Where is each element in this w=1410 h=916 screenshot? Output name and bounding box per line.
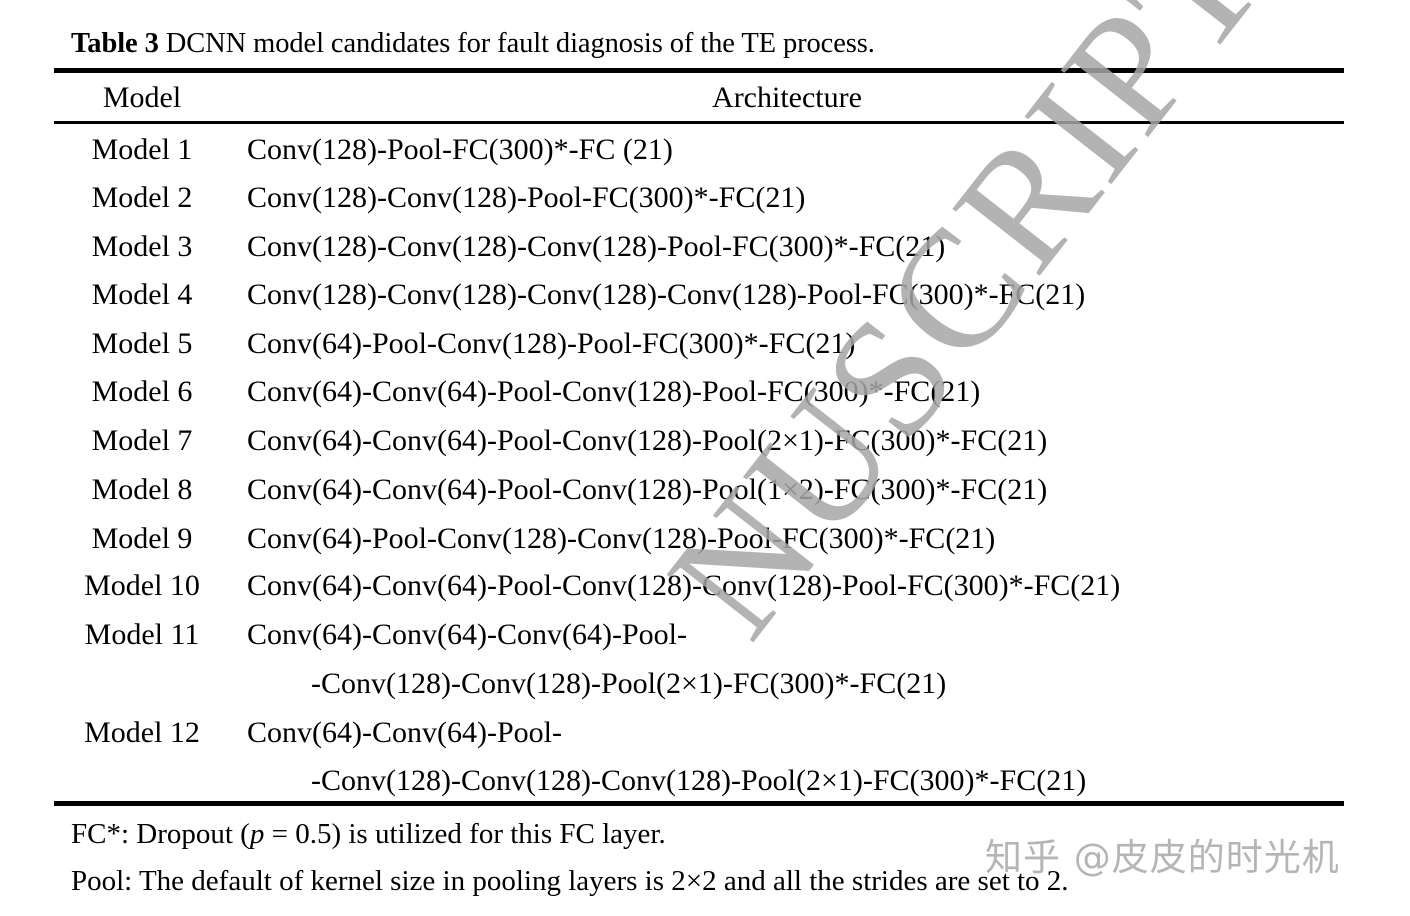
- architecture-cell: Conv(64)-Conv(64)-Pool-: [247, 716, 562, 749]
- architecture-cell-continued: -Conv(128)-Conv(128)-Pool(2×1)-FC(300)*-…: [311, 667, 947, 700]
- model-cell: Model 7: [91, 424, 193, 457]
- model-cell: Model 3: [91, 230, 193, 263]
- model-cell: Model 9: [91, 522, 193, 555]
- architecture-cell: Conv(64)-Pool-Conv(128)-Pool-FC(300)*-FC…: [247, 327, 856, 360]
- architecture-cell: Conv(64)-Conv(64)-Pool-Conv(128)-Pool(1×…: [247, 473, 1048, 506]
- model-cell: Model 10: [84, 569, 200, 602]
- model-cell: Model 12: [84, 716, 200, 749]
- table-bottom-rule: [54, 801, 1344, 806]
- architecture-cell: Conv(64)-Pool-Conv(128)-Conv(128)-Pool-F…: [247, 522, 996, 555]
- footnote-fc-suffix: = 0.5) is utilized for this FC layer.: [264, 818, 666, 850]
- architecture-cell: Conv(128)-Conv(128)-Pool-FC(300)*-FC(21): [247, 181, 806, 214]
- architecture-cell: Conv(128)-Pool-FC(300)*-FC (21): [247, 133, 673, 166]
- table-caption-text: DCNN model candidates for fault diagnosi…: [158, 28, 875, 59]
- footnote-pool: Pool: The default of kernel size in pool…: [71, 865, 1069, 897]
- model-cell: Model 5: [91, 327, 193, 360]
- model-cell: Model 4: [91, 278, 193, 311]
- architecture-cell: Conv(128)-Conv(128)-Conv(128)-Conv(128)-…: [247, 278, 1086, 311]
- table-top-rule: [54, 68, 1344, 73]
- model-cell: Model 6: [91, 375, 193, 408]
- architecture-cell: Conv(128)-Conv(128)-Conv(128)-Pool-FC(30…: [247, 230, 946, 263]
- architecture-cell-continued: -Conv(128)-Conv(128)-Conv(128)-Pool(2×1)…: [311, 764, 1087, 797]
- model-cell: Model 11: [84, 618, 200, 651]
- architecture-cell: Conv(64)-Conv(64)-Pool-Conv(128)-Pool(2×…: [247, 424, 1048, 457]
- footnote-fc-prefix: FC*: Dropout (: [71, 818, 250, 850]
- architecture-cell: Conv(64)-Conv(64)-Conv(64)-Pool-: [247, 618, 687, 651]
- table-header-rule: [54, 121, 1344, 124]
- table-caption-label: Table 3: [71, 28, 159, 59]
- footnote-fc-variable: p: [249, 818, 265, 850]
- model-cell: Model 1: [91, 133, 193, 166]
- column-header-model: Model: [102, 81, 182, 114]
- model-cell: Model 8: [91, 473, 193, 506]
- footnote-fc: FC*: Dropout (p = 0.5) is utilized for t…: [71, 816, 666, 852]
- architecture-cell: Conv(64)-Conv(64)-Pool-Conv(128)-Pool-FC…: [247, 375, 981, 408]
- column-header-architecture: Architecture: [712, 81, 862, 114]
- table-caption: Table 3 DCNN model candidates for fault …: [71, 26, 875, 62]
- architecture-cell: Conv(64)-Conv(64)-Pool-Conv(128)-Conv(12…: [247, 569, 1121, 602]
- model-cell: Model 2: [91, 181, 193, 214]
